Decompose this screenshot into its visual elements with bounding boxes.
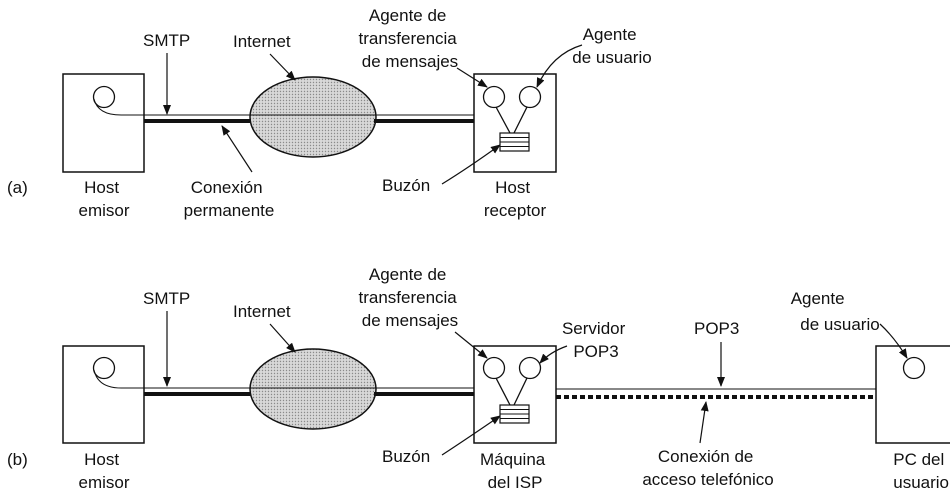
diagram-a-label: (a) (7, 178, 28, 197)
mailbox-label: Buzón (382, 447, 430, 466)
mailbox-icon (499, 132, 530, 152)
sender-agent-circle (92, 85, 116, 109)
pop3-label: POP3 (694, 319, 739, 338)
sender-agent-circle (92, 356, 116, 380)
internet-cloud (249, 76, 377, 158)
internet-label: Internet (233, 32, 291, 51)
mta-label: Agente de transferencia de mensajes (358, 265, 461, 330)
receiver-host-box (473, 73, 557, 173)
mta-circle (482, 356, 506, 380)
user-agent-label: Agente de usuario (572, 25, 651, 67)
connection-left (144, 392, 251, 396)
sender-host-label: Host emisor (78, 178, 129, 220)
user-pc-label: PC del usuario (893, 450, 949, 492)
diagram-a: (a) SMTP Internet Agente de transf (7, 6, 652, 220)
connection-right (374, 392, 474, 396)
mailbox-label: Buzón (382, 176, 430, 195)
user-agent-label: Agente de usuario (791, 289, 880, 334)
pop3-server-circle (518, 356, 542, 380)
user-agent-circle (518, 85, 542, 109)
mailbox-icon (499, 404, 530, 424)
diagram-b-label: (b) (7, 450, 28, 469)
internet-label: Internet (233, 302, 291, 321)
sender-host-label: Host emisor (78, 450, 129, 492)
permanent-connection-right (374, 119, 474, 123)
user-agent-circle (902, 356, 926, 380)
mta-label: Agente de transferencia de mensajes (358, 6, 461, 71)
pop3-server-label: Servidor POP3 (562, 319, 630, 361)
smtp-label: SMTP (143, 289, 190, 308)
dialup-connection-label: Conexión de acceso telefónico (642, 447, 773, 489)
connection-label: Conexión permanente (184, 178, 275, 220)
mta-circle (482, 85, 506, 109)
isp-machine-label: Máquina del ISP (480, 450, 550, 492)
user-pc-box (875, 345, 950, 444)
internet-cloud (249, 348, 377, 430)
smtp-label: SMTP (143, 31, 190, 50)
receiver-host-label: Host receptor (484, 178, 547, 220)
diagram-b: (b) SMTP Internet (7, 265, 950, 492)
permanent-connection-left (144, 119, 251, 123)
